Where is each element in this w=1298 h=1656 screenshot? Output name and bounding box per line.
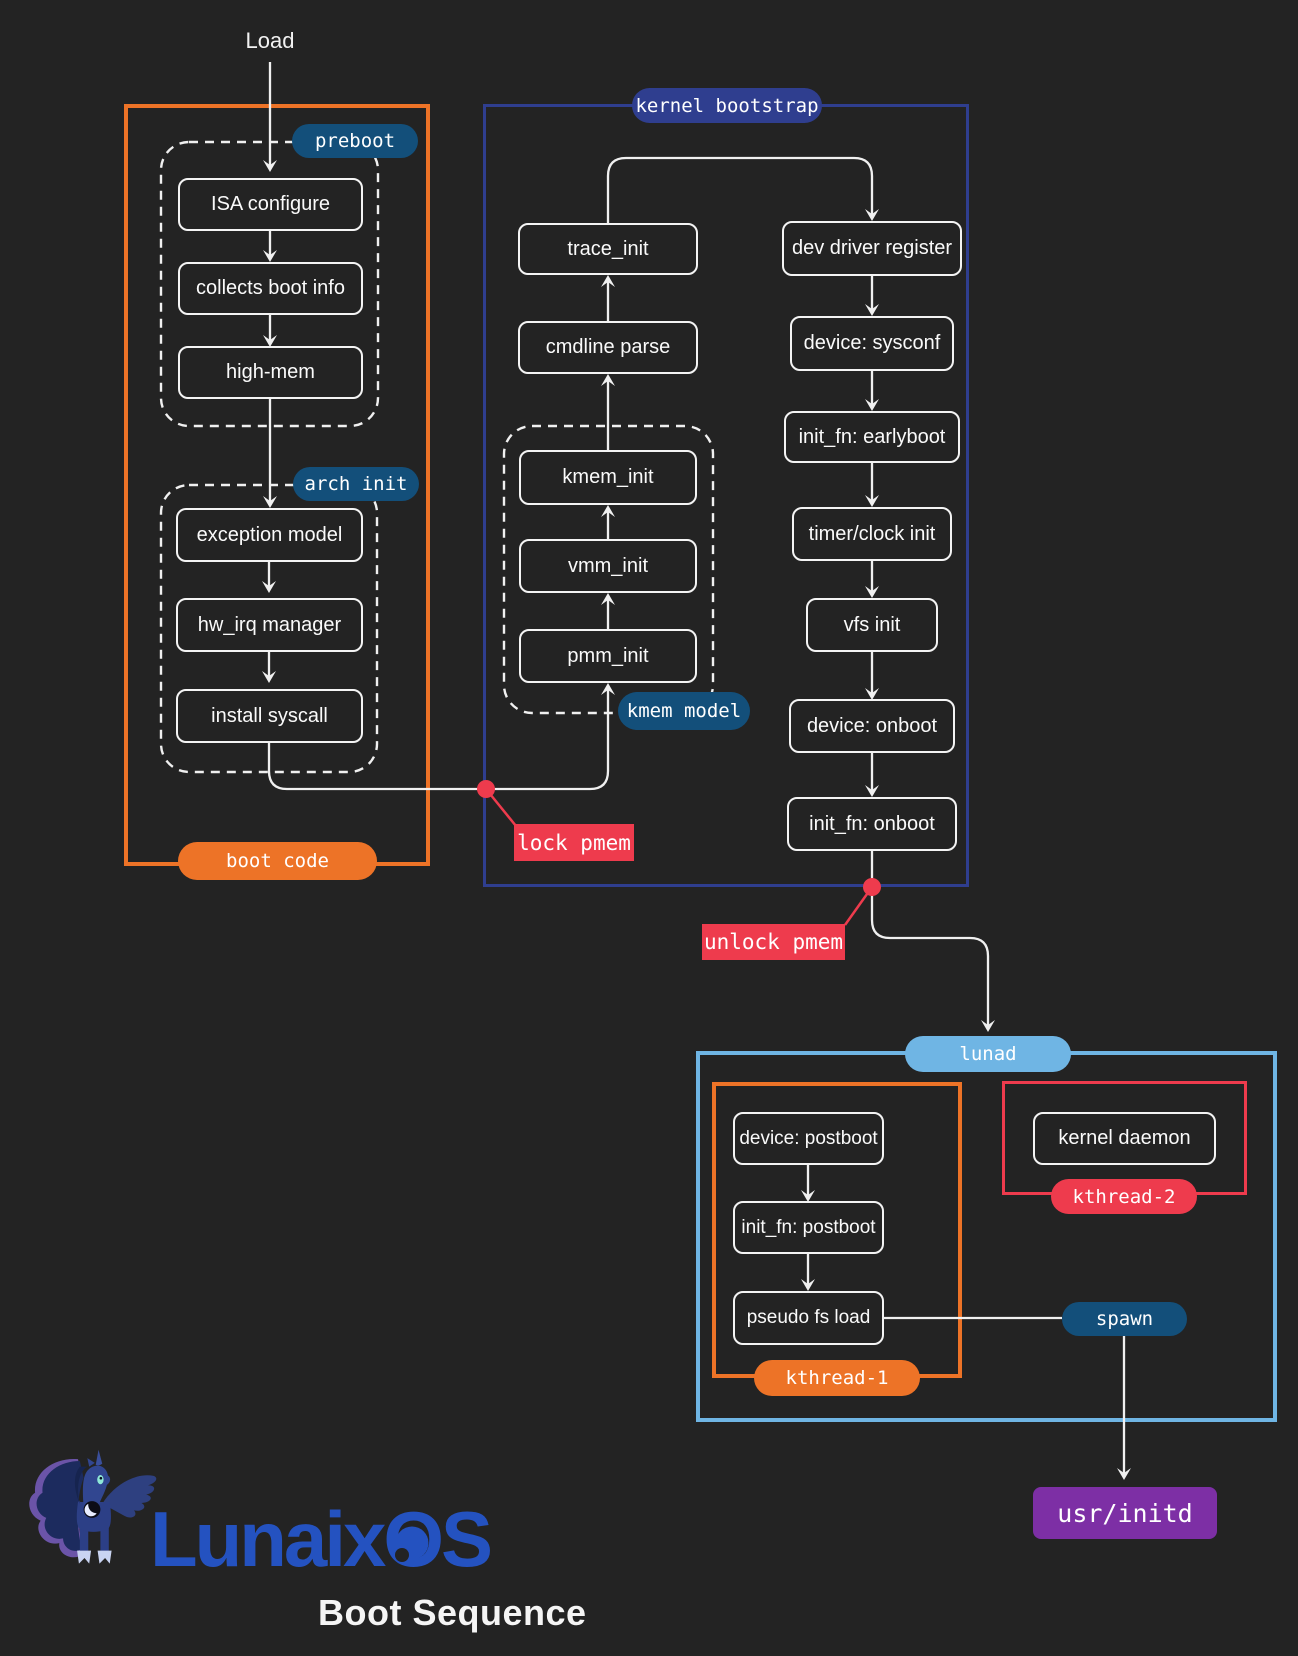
node-init-fn-postboot: init_fn: postboot	[733, 1201, 884, 1254]
luna-mascot-icon	[29, 1449, 157, 1564]
node-trace-init: trace_init	[518, 223, 698, 275]
logo-suffix: S	[441, 1495, 493, 1583]
lunad-badge: lunad	[905, 1036, 1071, 1072]
lock-pmem-label: lock pmem	[514, 824, 634, 861]
logo-moon-o-icon: O	[383, 1495, 444, 1583]
node-device-onboot: device: onboot	[789, 699, 955, 753]
diagram-title: Boot Sequence	[318, 1592, 587, 1633]
spawn-badge: spawn	[1062, 1302, 1187, 1336]
node-cmdline-parse: cmdline parse	[518, 321, 698, 374]
entry-label: Load	[245, 28, 295, 53]
arrowheads-up	[601, 275, 615, 695]
node-isa-configure: ISA configure	[178, 178, 363, 231]
node-pseudo-fs-load: pseudo fs load	[733, 1291, 884, 1345]
preboot-badge: preboot	[292, 124, 418, 158]
usr-initd-node: usr/initd	[1033, 1487, 1217, 1539]
unlock-pmem-label: unlock pmem	[702, 924, 845, 960]
unlock-pmem-dot	[863, 878, 881, 896]
node-vmm-init: vmm_init	[519, 539, 697, 593]
node-install-syscall: install syscall	[176, 689, 363, 743]
node-collects-boot-info: collects boot info	[178, 262, 363, 315]
arch-init-badge: arch init	[293, 467, 419, 501]
kthread-2-badge: kthread-2	[1051, 1179, 1197, 1214]
node-device-sysconf: device: sysconf	[790, 316, 954, 371]
node-pmm-init: pmm_init	[519, 629, 697, 683]
node-kernel-daemon: kernel daemon	[1033, 1112, 1216, 1165]
node-kmem-init: kmem_init	[519, 450, 697, 505]
node-high-mem: high-mem	[178, 346, 363, 399]
node-timer-clock-init: timer/clock init	[792, 507, 952, 561]
logo-prefix: Lunaix	[150, 1495, 386, 1583]
kthread-1-badge: kthread-1	[754, 1360, 920, 1396]
node-hw-irq-manager: hw_irq manager	[176, 598, 363, 652]
lock-pmem-dot	[477, 780, 495, 798]
kernel-bootstrap-badge: kernel bootstrap	[632, 88, 822, 123]
node-vfs-init: vfs init	[806, 598, 938, 652]
node-exception-model: exception model	[176, 508, 363, 562]
node-dev-driver-register: dev driver register	[782, 221, 962, 276]
kmem-model-badge: kmem model	[618, 692, 750, 730]
node-init-fn-onboot: init_fn: onboot	[787, 797, 957, 851]
boot-code-badge: boot code	[178, 842, 377, 880]
lunaixos-logo: LunaixOS	[150, 1495, 493, 1583]
node-init-fn-earlyboot: init_fn: earlyboot	[784, 411, 960, 463]
arrowheads-down	[262, 160, 1131, 1480]
node-device-postboot: device: postboot	[733, 1112, 884, 1165]
